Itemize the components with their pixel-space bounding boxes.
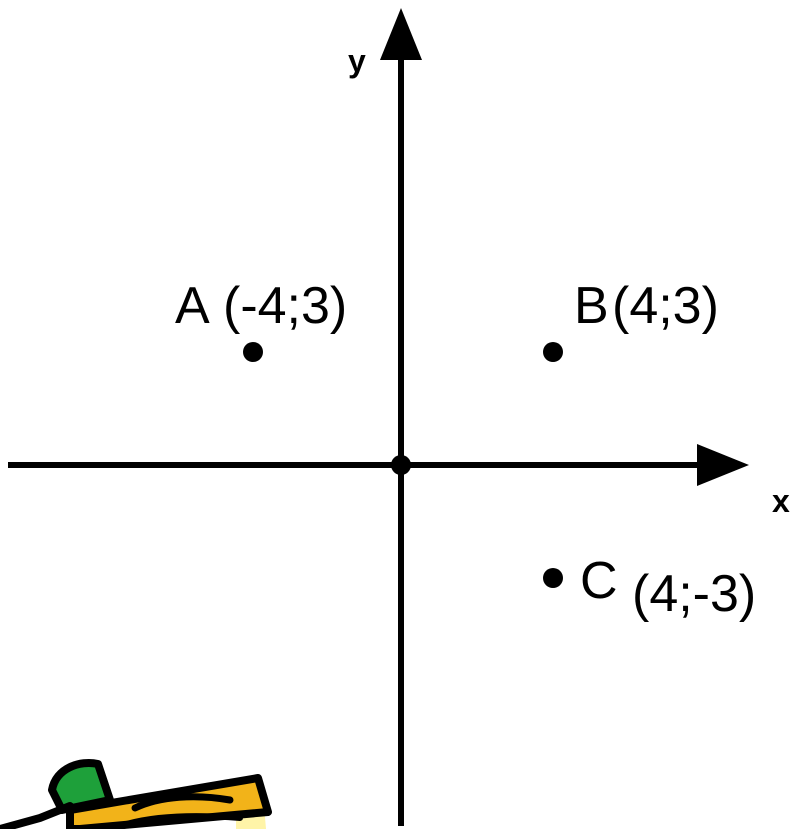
point-c: C (4;-3) <box>543 552 756 623</box>
point-b: B (4;3) <box>543 277 719 362</box>
point-c-letter: C <box>580 552 618 610</box>
pencil-stripe-2 <box>117 813 243 829</box>
point-b-letter: B <box>574 277 609 335</box>
point-b-coords: (4;3) <box>612 277 719 335</box>
y-axis <box>380 8 422 826</box>
x-axis-label: x <box>772 483 790 519</box>
origin-point <box>391 455 411 475</box>
point-b-dot <box>543 342 563 362</box>
point-c-coords: (4;-3) <box>632 565 756 623</box>
pencil-eraser <box>48 759 114 814</box>
pencil-icon <box>0 759 272 833</box>
point-a-dot <box>243 342 263 362</box>
point-a-coords: (-4;3) <box>223 277 347 335</box>
point-c-dot <box>543 568 563 588</box>
y-axis-arrowhead <box>380 8 422 60</box>
x-axis-arrowhead <box>697 444 749 486</box>
point-a-letter: A <box>175 277 210 335</box>
point-a: A (-4;3) <box>175 277 347 362</box>
y-axis-label: y <box>348 43 366 79</box>
pencil-hand-stroke <box>0 802 74 833</box>
x-axis <box>8 444 749 486</box>
pencil-stripe <box>131 793 234 812</box>
